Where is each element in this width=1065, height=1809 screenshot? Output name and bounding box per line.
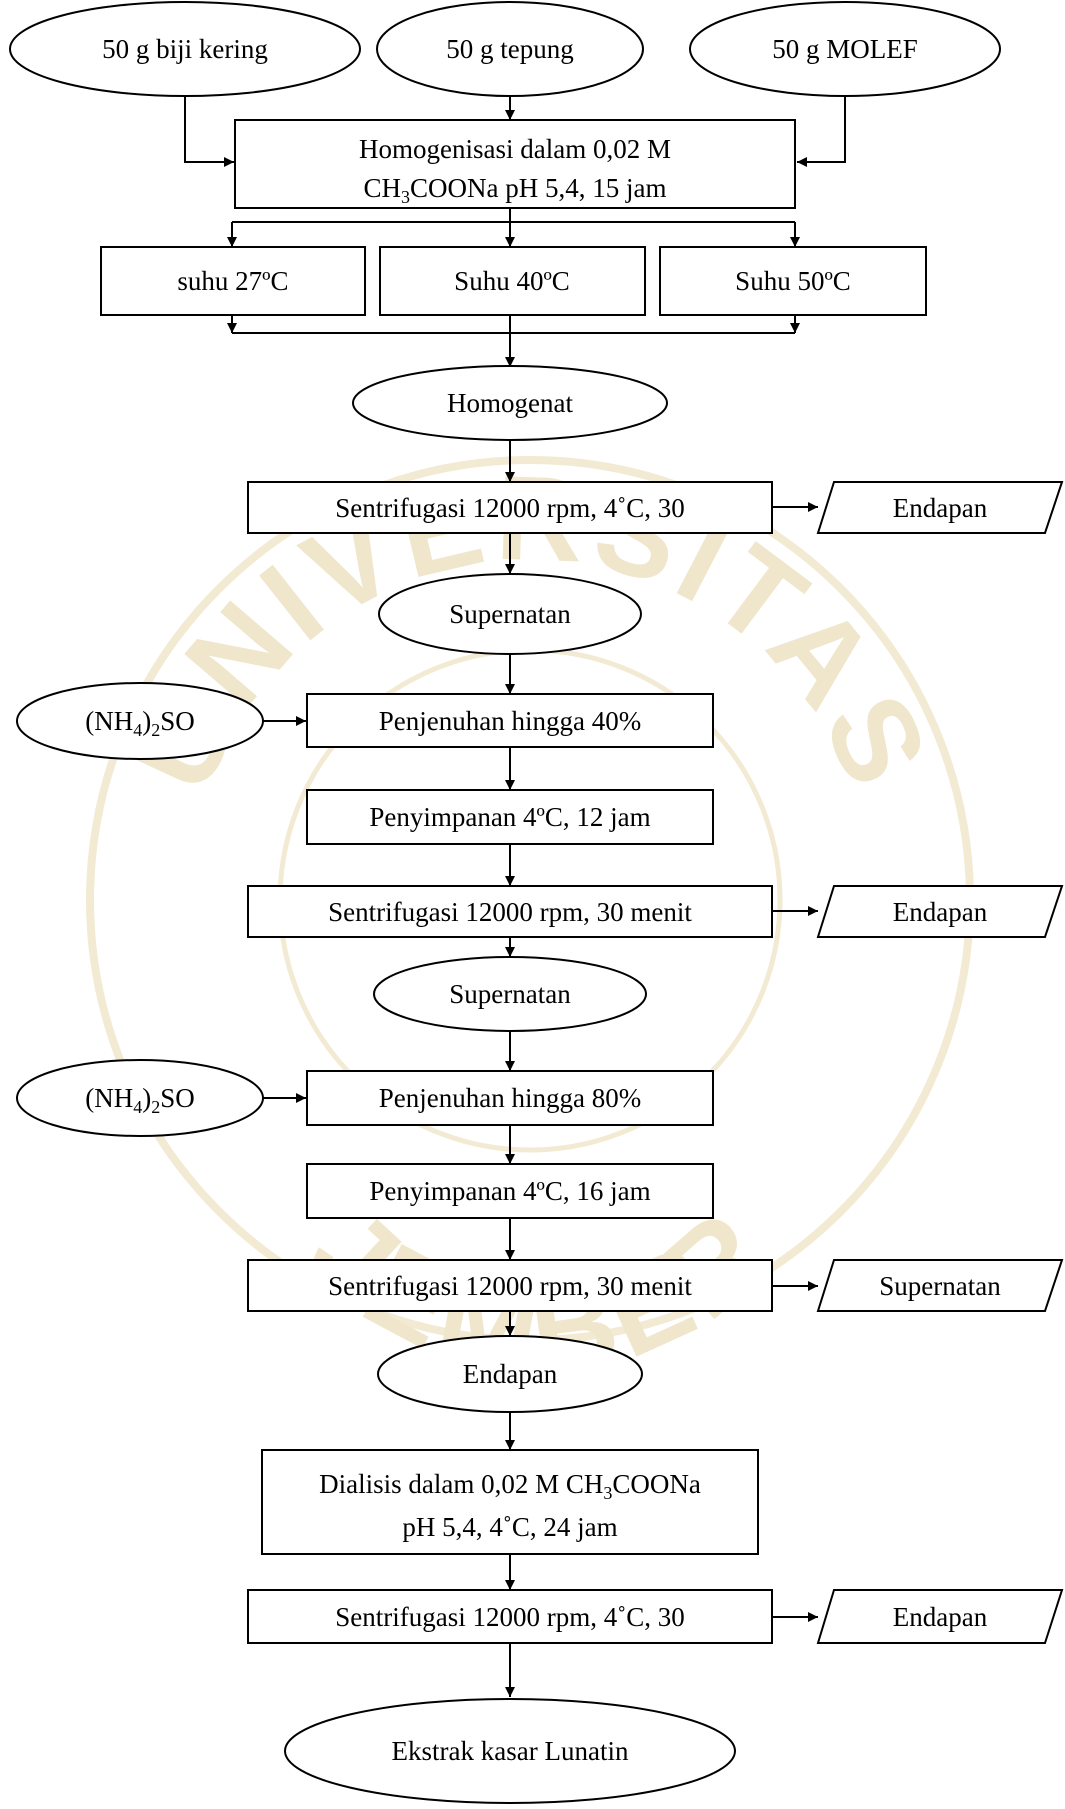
arrow-s1-to-homog xyxy=(184,97,234,167)
saturation-40-box: Penjenuhan hingga 40% xyxy=(306,693,714,748)
temp-40-label: Suhu 40ºC xyxy=(454,266,570,296)
homogenat-label: Homogenat xyxy=(447,388,573,418)
centrifuge-1-output: Endapan xyxy=(816,481,1064,534)
source-biji-kering-label: 50 g biji kering xyxy=(102,34,268,64)
dialysis-line1: Dialisis dalam 0,02 M CH3COONa xyxy=(319,1469,701,1503)
connectors xyxy=(184,97,846,1697)
ammonium-sulfate-1-label: (NH4)2SO xyxy=(85,706,195,740)
centrifuge-1-box: Sentrifugasi 12000 rpm, 4˚C, 30 xyxy=(247,481,773,534)
source-molef-label: 50 g MOLEF xyxy=(772,34,918,64)
storage-16-box: Penyimpanan 4ºC, 16 jam xyxy=(306,1163,714,1219)
temp-27-box: suhu 27ºC xyxy=(100,246,366,316)
supernatan-2-label: Supernatan xyxy=(449,979,571,1009)
final-extract-ellipse: Ekstrak kasar Lunatin xyxy=(284,1698,736,1804)
temp-40-box: Suhu 40ºC xyxy=(379,246,646,316)
supernatan-1-ellipse: Supernatan xyxy=(378,573,642,655)
endapan-ellipse: Endapan xyxy=(377,1335,643,1413)
supernatan-1-label: Supernatan xyxy=(449,599,571,629)
ammonium-sulfate-2-label: (NH4)2SO xyxy=(85,1083,195,1117)
centrifuge-3-output: Supernatan xyxy=(816,1259,1064,1312)
centrifuge-4-output: Endapan xyxy=(816,1589,1064,1644)
source-tepung-label: 50 g tepung xyxy=(446,34,574,64)
ammonium-sulfate-2-ellipse: (NH4)2SO xyxy=(16,1059,264,1137)
centrifuge-4-label: Sentrifugasi 12000 rpm, 4˚C, 30 xyxy=(335,1602,684,1632)
centrifuge-3-box: Sentrifugasi 12000 rpm, 30 menit xyxy=(247,1259,773,1312)
homogenisation-line1: Homogenisasi dalam 0,02 M xyxy=(359,134,671,164)
saturation-40-label: Penjenuhan hingga 40% xyxy=(379,706,641,736)
centrifuge-3-label: Sentrifugasi 12000 rpm, 30 menit xyxy=(328,1271,692,1301)
source-tepung: 50 g tepung xyxy=(376,1,644,97)
source-biji-kering: 50 g biji kering xyxy=(9,1,361,97)
centrifuge-2-box: Sentrifugasi 12000 rpm, 30 menit xyxy=(247,885,773,938)
saturation-80-label: Penjenuhan hingga 80% xyxy=(379,1083,641,1113)
supernatan-2-ellipse: Supernatan xyxy=(373,956,647,1032)
centrifuge-3-output-label: Supernatan xyxy=(879,1271,1001,1301)
temp-50-label: Suhu 50ºC xyxy=(735,266,851,296)
temp-50-box: Suhu 50ºC xyxy=(659,246,927,316)
storage-12-box: Penyimpanan 4ºC, 12 jam xyxy=(306,789,714,845)
homogenisation-box: Homogenisasi dalam 0,02 M CH3COONa pH 5,… xyxy=(234,119,796,209)
centrifuge-4-output-label: Endapan xyxy=(893,1602,988,1632)
temp-27-label: suhu 27ºC xyxy=(177,266,288,296)
arrow-s3-to-homog xyxy=(797,97,846,167)
homogenisation-line2: CH3COONa pH 5,4, 15 jam xyxy=(364,173,667,207)
endapan-label: Endapan xyxy=(463,1359,558,1389)
final-extract-label: Ekstrak kasar Lunatin xyxy=(392,1736,629,1766)
homogenat-ellipse: Homogenat xyxy=(352,365,668,441)
source-molef: 50 g MOLEF xyxy=(689,1,1001,97)
storage-16-label: Penyimpanan 4ºC, 16 jam xyxy=(369,1176,650,1206)
storage-12-label: Penyimpanan 4ºC, 12 jam xyxy=(369,802,650,832)
centrifuge-2-output-label: Endapan xyxy=(893,897,988,927)
centrifuge-1-output-label: Endapan xyxy=(893,493,988,523)
dialysis-line2: pH 5,4, 4˚C, 24 jam xyxy=(402,1512,617,1542)
centrifuge-2-label: Sentrifugasi 12000 rpm, 30 menit xyxy=(328,897,692,927)
ammonium-sulfate-1-ellipse: (NH4)2SO xyxy=(16,682,264,760)
dialysis-box: Dialisis dalam 0,02 M CH3COONa pH 5,4, 4… xyxy=(261,1449,759,1555)
centrifuge-1-label: Sentrifugasi 12000 rpm, 4˚C, 30 xyxy=(335,493,684,523)
saturation-80-box: Penjenuhan hingga 80% xyxy=(306,1070,714,1126)
centrifuge-2-output: Endapan xyxy=(816,885,1064,938)
centrifuge-4-box: Sentrifugasi 12000 rpm, 4˚C, 30 xyxy=(247,1589,773,1644)
